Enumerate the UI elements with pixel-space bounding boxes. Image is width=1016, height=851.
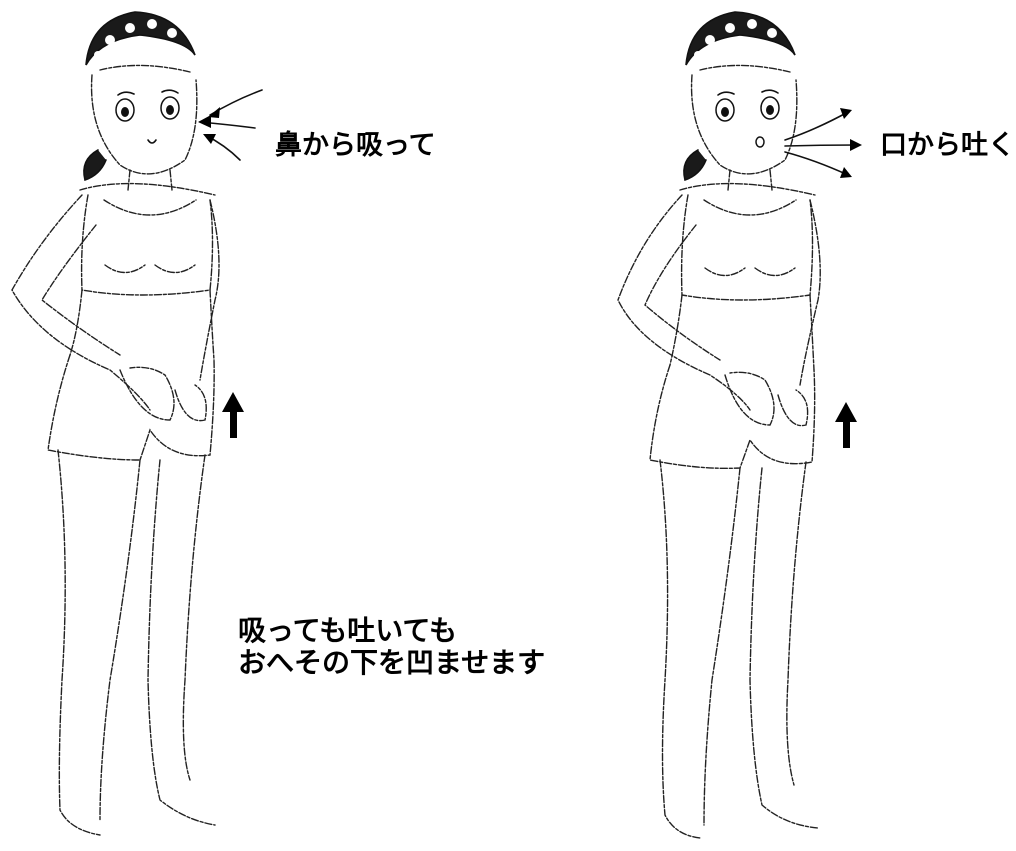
up-arrow bbox=[222, 392, 244, 438]
up-arrow bbox=[835, 402, 857, 448]
face bbox=[692, 65, 797, 173]
arms bbox=[12, 195, 219, 410]
face bbox=[92, 65, 197, 173]
hands bbox=[120, 367, 206, 420]
woman-exhaling-drawing bbox=[600, 0, 900, 851]
torso bbox=[70, 170, 215, 360]
woman-inhaling-drawing bbox=[0, 0, 300, 851]
headscarf bbox=[684, 12, 795, 180]
woman-exhaling-figure bbox=[600, 0, 900, 851]
headscarf bbox=[84, 12, 195, 180]
legs bbox=[58, 450, 215, 835]
instruction-note-line1: 吸っても吐いても bbox=[238, 615, 545, 647]
torso bbox=[670, 170, 815, 370]
arms bbox=[618, 195, 820, 410]
instruction-note-line2: おへその下を凹ませます bbox=[238, 647, 545, 679]
inhale-caption: 鼻から吸って bbox=[275, 130, 436, 161]
instruction-note: 吸っても吐いても おへその下を凹ませます bbox=[238, 615, 545, 679]
hands bbox=[725, 372, 808, 425]
woman-inhaling-figure bbox=[0, 0, 300, 851]
shorts bbox=[650, 365, 815, 468]
legs bbox=[660, 460, 818, 838]
shorts bbox=[48, 355, 214, 460]
exhale-caption: 口から吐く bbox=[880, 130, 1015, 161]
inhale-arrows bbox=[198, 90, 262, 160]
